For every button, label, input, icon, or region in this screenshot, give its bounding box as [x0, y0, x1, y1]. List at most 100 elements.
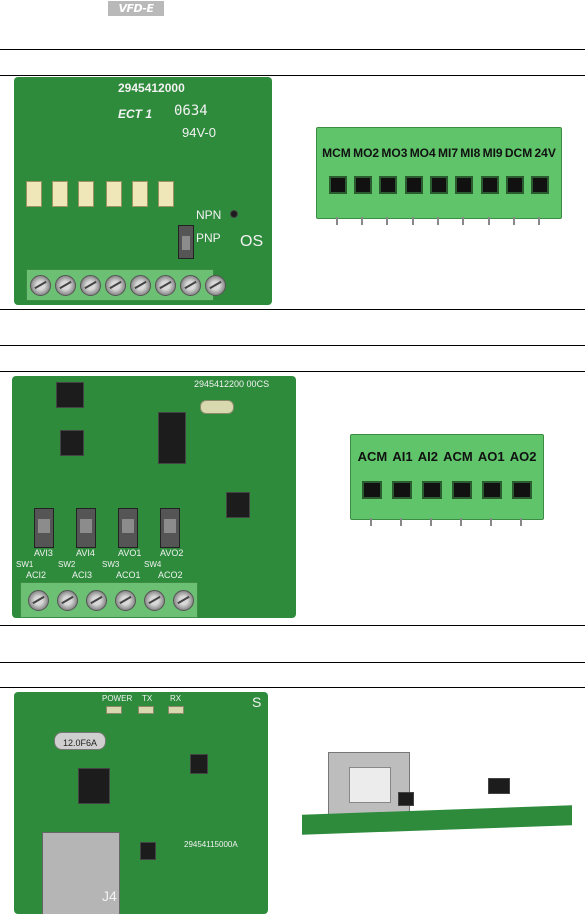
terminal-label: AI1 — [392, 449, 413, 464]
relay-component — [106, 181, 122, 207]
section-rule — [0, 687, 585, 688]
silk-sw-label: SW2 — [58, 560, 76, 569]
usb-card-photo: POWER TX RX S 12.0F6A 29454115000A J4 — [14, 692, 268, 914]
terminal-label: ACM — [443, 449, 473, 464]
screw-icon — [55, 275, 76, 296]
relay-component — [132, 181, 148, 207]
usb-connector — [328, 752, 410, 816]
ic-chip — [78, 768, 110, 804]
terminal-label: MI9 — [482, 146, 503, 160]
relay-component — [26, 181, 42, 207]
relay-terminal-pins — [324, 217, 552, 225]
silk-rx: RX — [170, 694, 182, 703]
ic-chip — [398, 792, 414, 806]
ic-chip — [60, 430, 84, 456]
crystal — [200, 400, 234, 414]
ic-chip — [140, 842, 156, 860]
section-rule — [0, 49, 585, 50]
silk-avi-label: AVI3 — [34, 548, 53, 558]
relay-component — [78, 181, 94, 207]
usb-port — [42, 832, 120, 914]
terminal-label: AO2 — [509, 449, 537, 464]
section-rule — [0, 345, 585, 346]
terminal-label: 24V — [534, 146, 556, 160]
usb-card-side-photo — [302, 752, 574, 835]
terminal-label: AO1 — [477, 449, 505, 464]
screw-icon — [180, 275, 201, 296]
npn-pnp-switch — [178, 225, 194, 259]
screw-icon — [173, 590, 194, 611]
relay-terminal-labels: MCM MO2 MO3 MO4 MI7 MI8 MI9 DCM 24V — [321, 146, 557, 160]
terminal-label: ACM — [357, 449, 388, 464]
terminal-screws — [28, 590, 198, 611]
silk-avi-label: AVO2 — [160, 548, 184, 558]
terminal-label: MO2 — [353, 146, 380, 160]
silk-crystal: 12.0F6A — [62, 738, 98, 748]
screw-icon — [80, 275, 101, 296]
mounting-hole — [230, 210, 238, 218]
silk-j4: J4 — [102, 888, 117, 904]
terminal-screws — [30, 275, 230, 296]
dip-switch — [160, 508, 180, 548]
screw-icon — [155, 275, 176, 296]
section-rule — [0, 662, 585, 663]
screw-icon — [130, 275, 151, 296]
screw-icon — [28, 590, 49, 611]
silk-code: 2945412200 00CS — [194, 379, 270, 389]
screw-icon — [115, 590, 136, 611]
silk-s: S — [252, 694, 262, 710]
silk-sw-label: SW4 — [144, 560, 162, 569]
relay-terminal-block: MCM MO2 MO3 MO4 MI7 MI8 MI9 DCM 24V — [316, 127, 562, 219]
silk-aci-label: ACO1 — [116, 570, 141, 580]
silk-tx: TX — [142, 694, 153, 703]
relay-component — [158, 181, 174, 207]
screw-icon — [105, 275, 126, 296]
silk-date: 0634 — [174, 103, 208, 119]
dip-switch — [34, 508, 54, 548]
screw-icon — [30, 275, 51, 296]
silk-npn: NPN — [196, 208, 222, 222]
section-rule — [0, 75, 585, 76]
terminal-label: MI7 — [437, 146, 458, 160]
ic-chip — [190, 754, 208, 774]
analog-terminal-block: ACM AI1 AI2 ACM AO1 AO2 — [350, 434, 544, 520]
analog-card-photo: 2945412200 00CS AVI3 AVI4 AVO1 AVO2 SW1 … — [12, 376, 296, 618]
section-rule — [0, 309, 585, 310]
silk-code: 2945412000 — [118, 81, 185, 95]
silk-aci-label: ACO2 — [158, 570, 183, 580]
silk-sw-label: SW3 — [102, 560, 120, 569]
silk-model: ECT 1 — [118, 107, 153, 121]
terminal-strip — [20, 582, 198, 618]
vfd-e-logo: VFD-E — [108, 1, 164, 16]
silk-avi-label: AVI4 — [76, 548, 95, 558]
silk-power: POWER — [102, 694, 133, 703]
silk-sw-label: SW1 — [16, 560, 34, 569]
relay-component — [52, 181, 68, 207]
led-indicator — [138, 706, 154, 714]
terminal-label: AI2 — [417, 449, 438, 464]
relay-terminal-holes — [325, 176, 553, 194]
analog-terminal-labels: ACM AI1 AI2 ACM AO1 AO2 — [355, 449, 539, 464]
silk-code: 29454115000A — [184, 840, 238, 849]
terminal-label: MI8 — [460, 146, 481, 160]
ic-chip — [158, 412, 186, 464]
screw-icon — [205, 275, 226, 296]
dip-switch — [76, 508, 96, 548]
silk-rating: 94V-0 — [182, 125, 216, 140]
section-rule — [0, 371, 585, 372]
led-indicator — [106, 706, 122, 714]
silk-pnp: PNP — [196, 231, 221, 245]
silk-aci-label: ACI3 — [72, 570, 93, 580]
terminal-label: MO3 — [381, 146, 408, 160]
analog-terminal-holes — [357, 481, 537, 499]
silk-avi-label: AVO1 — [118, 548, 142, 558]
ic-chip — [488, 778, 510, 794]
connector-header — [56, 382, 84, 408]
dip-switch — [118, 508, 138, 548]
analog-terminal-pins — [356, 518, 536, 526]
screw-icon — [57, 590, 78, 611]
terminal-label: MO4 — [409, 146, 436, 160]
silk-aci-label: ACI2 — [26, 570, 47, 580]
screw-icon — [144, 590, 165, 611]
section-rule — [0, 625, 585, 626]
